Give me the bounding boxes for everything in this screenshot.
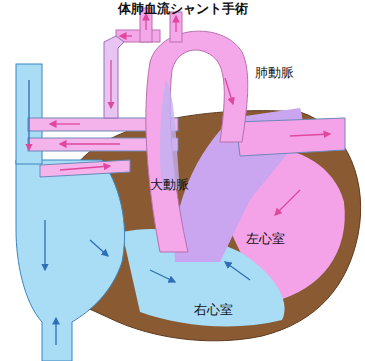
flow-arrow [55,318,56,345]
right-atrium [16,160,125,361]
carotid-artery [170,12,182,42]
flow-arrow [225,78,233,104]
flow-arrow [60,166,110,170]
subclavian-artery [116,30,160,42]
right-pulmonary-branch [236,118,345,156]
flow-arrow [175,16,176,32]
flow-arrow [145,14,146,30]
flow-arrow [120,35,132,36]
aorta [146,31,248,252]
flow-arrow [60,143,120,144]
part-label: 左心室 [246,232,285,247]
flow-arrow [225,262,250,280]
pulmonary-vein [40,160,130,177]
flow-arrow [150,270,175,282]
flow-arrow [90,240,108,256]
aortic-blood-mix [160,80,180,190]
flow-arrow [50,123,80,124]
part-label: 右心室 [194,303,233,318]
shunt-graft [104,36,124,118]
part-label: 大動脈 [150,178,189,193]
part-label: 肺動脈 [255,66,294,81]
flow-arrow [110,60,111,108]
flow-arrow [275,190,300,215]
flow-arrow [44,220,45,270]
diagram-title: 体肺血流シャント手術 [118,2,248,17]
flow-arrow [290,134,330,136]
flow-arrow [28,80,29,150]
